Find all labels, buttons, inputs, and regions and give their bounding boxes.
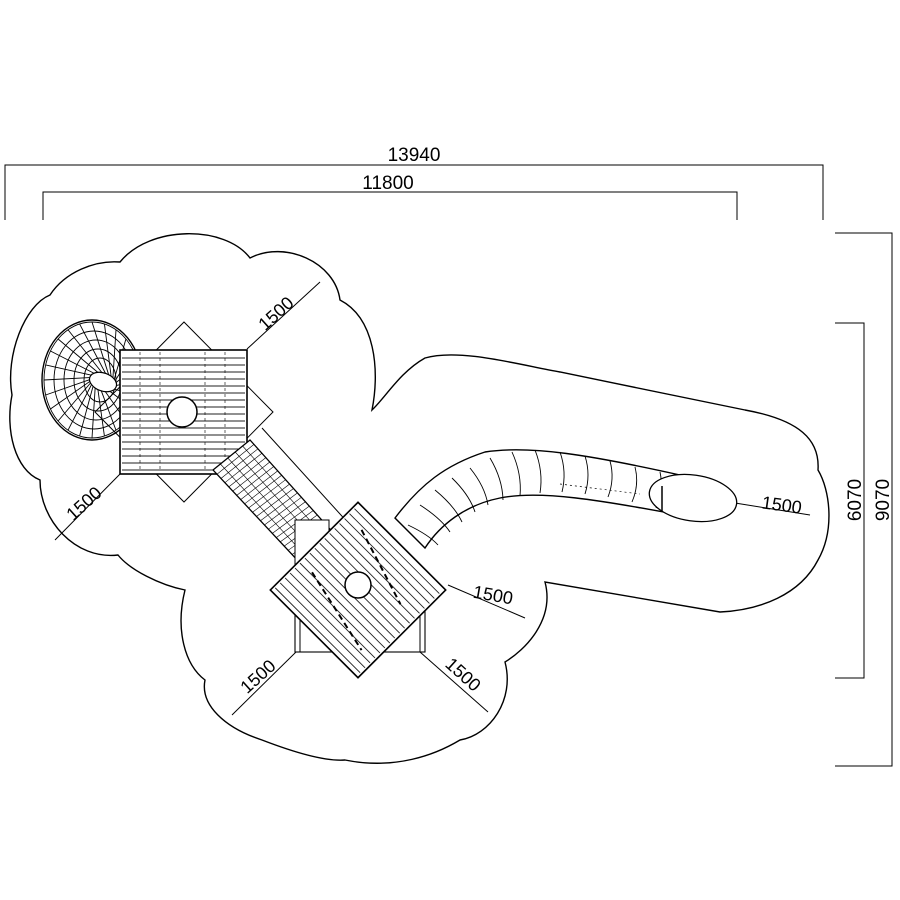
tower-top-left bbox=[94, 321, 274, 503]
radius-label-center-tower-sw: 1500 bbox=[236, 656, 279, 698]
dimension-label-inner-depth: 6070 bbox=[845, 479, 866, 521]
radius-leader-slide-end: 1500 bbox=[734, 492, 811, 518]
radius-label-center-tower-e: 1500 bbox=[472, 582, 515, 609]
radius-leader-top-left-tower-ne: 1500 bbox=[246, 281, 321, 350]
radius-leader-center-tower-sw: 1500 bbox=[231, 651, 297, 716]
dimension-overall-width: 13940 bbox=[4, 145, 824, 220]
radius-label-slide-end: 1500 bbox=[761, 492, 803, 517]
safety-zone-outline bbox=[9, 233, 830, 764]
radius-leader-top-left-tower-sw: 1500 bbox=[54, 471, 123, 541]
dimension-label-inner-width: 11800 bbox=[362, 173, 413, 194]
tube-slide-exit bbox=[648, 473, 738, 523]
dimension-overall-depth: 9070 bbox=[835, 232, 894, 767]
radius-label-top-left-tower-ne: 1500 bbox=[254, 293, 297, 335]
tower-center-fireman-pole bbox=[344, 571, 372, 599]
dimension-label-overall-width: 13940 bbox=[388, 145, 441, 166]
tower-center bbox=[269, 501, 447, 679]
tower-top-left-fireman-pole bbox=[166, 396, 198, 428]
radius-leader-center-tower-e: 1500 bbox=[447, 582, 526, 619]
dimension-inner-depth: 6070 bbox=[835, 322, 866, 679]
net-tunnel-climber bbox=[41, 319, 143, 441]
radius-label-top-left-tower-sw: 1500 bbox=[62, 483, 105, 525]
dimension-inner-width: 11800 bbox=[42, 173, 738, 220]
radius-label-center-tower-se: 1500 bbox=[441, 654, 484, 696]
tube-slide bbox=[394, 449, 738, 550]
dimension-label-overall-depth: 9070 bbox=[873, 479, 894, 521]
radius-leader-center-tower-se: 1500 bbox=[419, 651, 489, 713]
